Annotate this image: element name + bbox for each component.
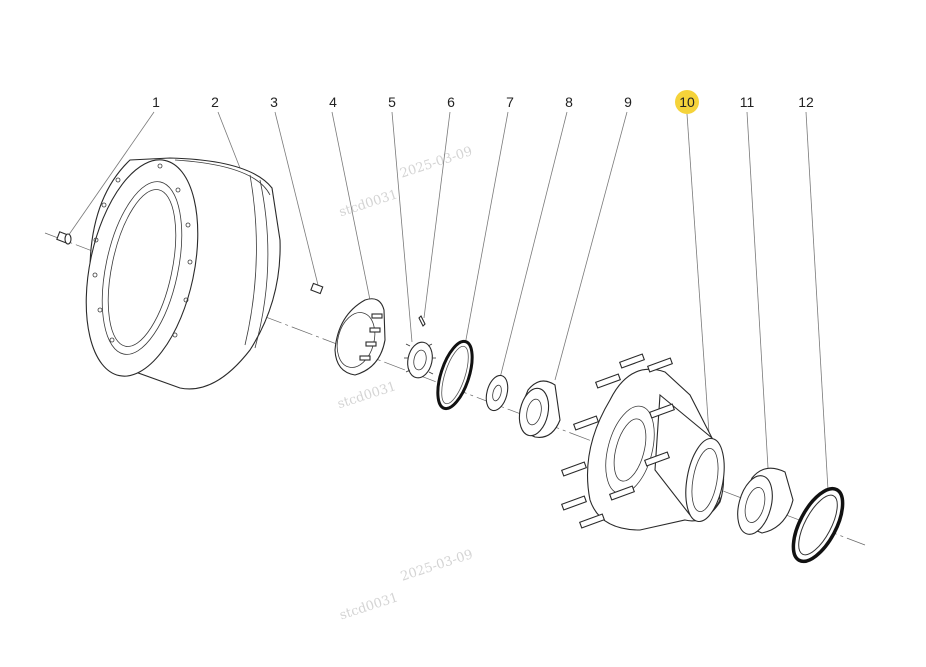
part-1-bolt[interactable] [56, 231, 72, 245]
part-5-castle-nut[interactable] [404, 340, 436, 380]
callout-7[interactable]: 7 [506, 94, 514, 110]
part-3-screw[interactable] [310, 282, 324, 295]
callout-12[interactable]: 12 [798, 94, 814, 110]
callout-6[interactable]: 6 [447, 94, 455, 110]
watermark-user: stcd0031 [336, 379, 398, 412]
part-4-hub-cap[interactable] [331, 298, 386, 376]
watermark-2: stcd0031 [336, 379, 398, 412]
callout-highlight [675, 90, 699, 114]
part-12-oil-seal[interactable] [783, 481, 852, 569]
part-6-split-pin[interactable] [418, 315, 426, 327]
leader-lines [67, 111, 829, 491]
callout-4[interactable]: 4 [329, 94, 337, 110]
part-11-inner-bearing[interactable] [732, 467, 794, 538]
callout-2[interactable]: 2 [211, 94, 219, 110]
callout-8[interactable]: 8 [565, 94, 573, 110]
callout-3[interactable]: 3 [270, 94, 278, 110]
callout-1[interactable]: 1 [152, 94, 160, 110]
callout-10[interactable]: 10 [679, 94, 695, 110]
part-2-brake-drum[interactable] [68, 150, 281, 390]
watermark-date: 2025-03-09 [399, 547, 475, 584]
watermark-user: stcd0031 [337, 187, 399, 220]
part-9-outer-bearing[interactable] [515, 380, 561, 438]
watermark-user: stcd0031 [338, 590, 400, 623]
watermark-1: stcd0031 2025-03-09 [337, 144, 474, 220]
part-8-thrust-washer[interactable] [483, 373, 512, 413]
part-10-wheel-hub[interactable] [560, 353, 730, 531]
callout-labels: 1 2 3 4 5 6 7 8 9 10 11 12 [152, 90, 814, 114]
part-7-lock-washer[interactable] [431, 337, 479, 412]
watermark-date: 2025-03-09 [398, 144, 474, 181]
callout-5[interactable]: 5 [388, 94, 396, 110]
callout-9[interactable]: 9 [624, 94, 632, 110]
callout-11[interactable]: 11 [740, 94, 755, 110]
watermark-3: stcd0031 2025-03-09 [338, 547, 475, 623]
